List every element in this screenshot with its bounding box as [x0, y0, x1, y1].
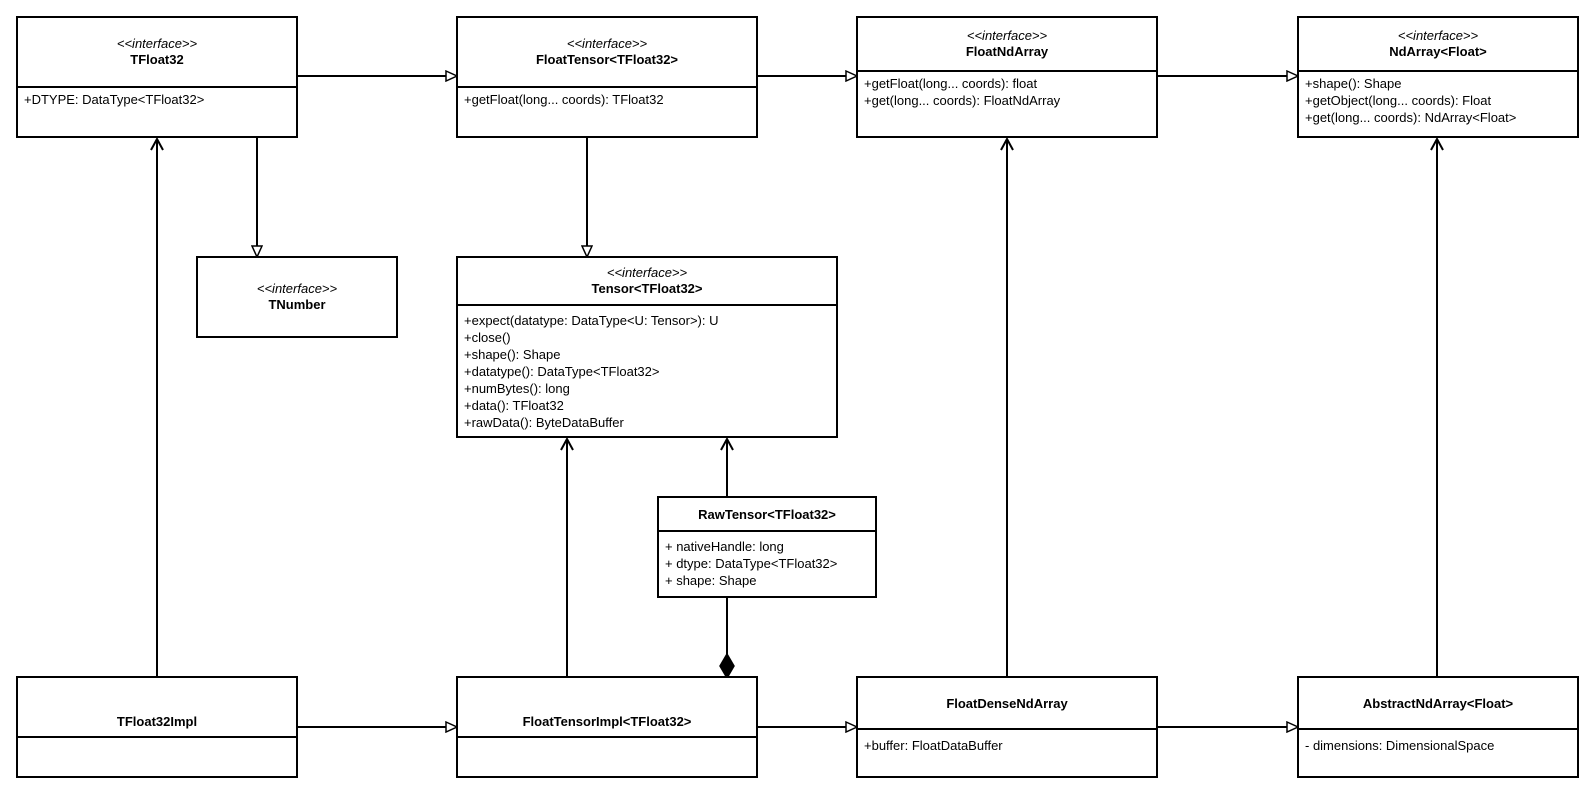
class-floattensor[interactable]: <<interface>> FloatTensor<TFloat32> +get…: [456, 16, 758, 138]
class-name: RawTensor<TFloat32>: [698, 506, 836, 522]
stereotype-label: <<interface>>: [566, 36, 648, 51]
member: +rawData(): ByteDataBuffer: [464, 415, 624, 430]
member: +getObject(long... coords): Float: [1305, 93, 1492, 108]
class-tfloat32[interactable]: <<interface>> TFloat32 +DTYPE: DataType<…: [16, 16, 298, 138]
class-name: Tensor<TFloat32>: [591, 281, 703, 296]
member: +shape(): Shape: [464, 347, 561, 362]
class-name: FloatDenseNdArray: [946, 695, 1068, 711]
stereotype-label: <<interface>>: [116, 36, 198, 51]
class-floatdensendarray[interactable]: FloatDenseNdArray +buffer: FloatDataBuff…: [856, 676, 1158, 778]
class-rawtensor[interactable]: RawTensor<TFloat32> + nativeHandle: long…: [657, 496, 877, 598]
member: + shape: Shape: [665, 573, 757, 588]
class-name: FloatNdArray: [965, 44, 1049, 59]
class-ndarray[interactable]: <<interface>> NdArray<Float> +shape(): S…: [1297, 16, 1579, 138]
member: + nativeHandle: long: [665, 539, 784, 554]
class-name: TFloat32: [130, 52, 184, 67]
member: +get(long... coords): FloatNdArray: [864, 93, 1061, 108]
member: +numBytes(): long: [464, 381, 570, 396]
class-floatndarray[interactable]: <<interface>> FloatNdArray +getFloat(lon…: [856, 16, 1158, 138]
composition-diamond: [719, 652, 735, 680]
member: +expect(datatype: DataType<U: Tensor>): …: [464, 313, 719, 328]
member: +close(): [464, 330, 511, 345]
member: +data(): TFloat32: [464, 398, 564, 413]
member: +buffer: FloatDataBuffer: [864, 738, 1003, 753]
class-name: TFloat32Impl: [116, 714, 198, 729]
member: +datatype(): DataType<TFloat32>: [464, 364, 660, 379]
class-tfloat32impl[interactable]: TFloat32Impl: [16, 676, 298, 778]
class-abstractndarray[interactable]: AbstractNdArray<Float> - dimensions: Dim…: [1297, 676, 1579, 778]
member: + dtype: DataType<TFloat32>: [665, 556, 838, 571]
member: +shape(): Shape: [1305, 76, 1402, 91]
member: - dimensions: DimensionalSpace: [1305, 738, 1495, 753]
class-name: NdArray<Float>: [1389, 44, 1487, 59]
class-name: AbstractNdArray<Float>: [1362, 695, 1514, 711]
stereotype-label: <<interface>>: [966, 28, 1048, 43]
stereotype-label: <<interface>>: [606, 265, 688, 280]
stereotype-label: <<interface>>: [256, 281, 338, 296]
class-name: TNumber: [268, 297, 326, 312]
member: +getFloat(long... coords): TFloat32: [464, 92, 664, 107]
member: +get(long... coords): NdArray<Float>: [1305, 110, 1517, 125]
member: +getFloat(long... coords): float: [864, 76, 1038, 91]
class-name: FloatTensor<TFloat32>: [535, 52, 679, 67]
class-name: FloatTensorImpl<TFloat32>: [522, 714, 692, 729]
stereotype-label: <<interface>>: [1397, 28, 1479, 43]
class-floattensorimpl[interactable]: FloatTensorImpl<TFloat32>: [456, 676, 758, 778]
class-tnumber[interactable]: <<interface>> TNumber: [196, 256, 398, 338]
class-tensor[interactable]: <<interface>> Tensor<TFloat32> +expect(d…: [456, 256, 838, 438]
member: +DTYPE: DataType<TFloat32>: [24, 92, 205, 107]
